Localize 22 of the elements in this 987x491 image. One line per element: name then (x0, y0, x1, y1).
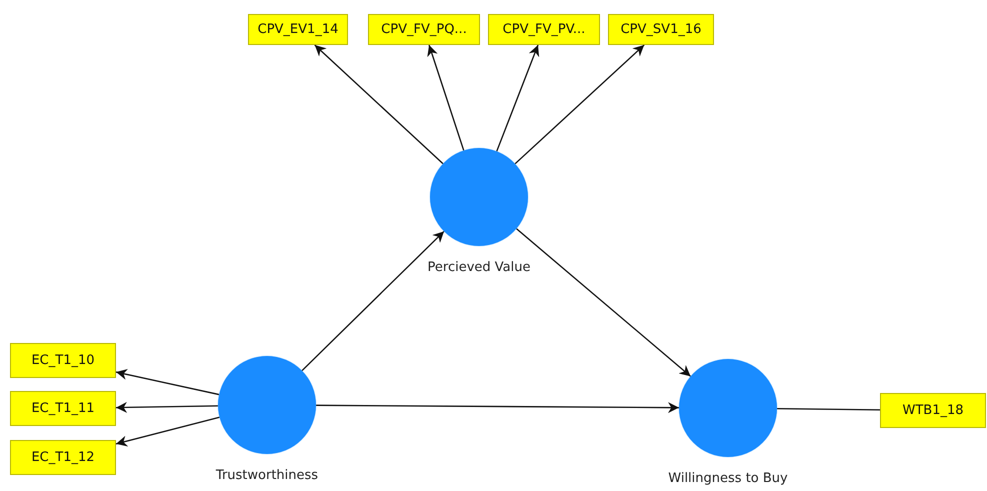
arrow (427, 44, 464, 151)
indicator-box: CPV_SV1_16 (608, 14, 714, 45)
indicator-box: EC_T1_12 (10, 440, 116, 475)
indicator-box: CPV_EV1_14 (248, 14, 348, 45)
indicator-box: CPV_FV_PV... (488, 14, 600, 45)
arrow (116, 402, 218, 413)
arrow (302, 230, 444, 372)
arrow (496, 44, 540, 152)
connector-line (776, 408, 880, 410)
indicator-box: EC_T1_11 (10, 391, 116, 426)
indicator-box: WTB1_18 (880, 393, 986, 428)
construct-label: Trustworthiness (216, 468, 318, 483)
construct-label: Percieved Value (428, 260, 530, 275)
indicator-box: CPV_FV_PQ... (368, 14, 480, 45)
arrow (514, 44, 645, 164)
indicator-box: EC_T1_10 (10, 343, 116, 378)
construct-label: Willingness to Buy (668, 471, 788, 486)
arrow (316, 402, 679, 414)
arrow (116, 369, 220, 396)
arrow (116, 416, 220, 446)
arrow (314, 44, 444, 164)
arrow (516, 228, 692, 377)
